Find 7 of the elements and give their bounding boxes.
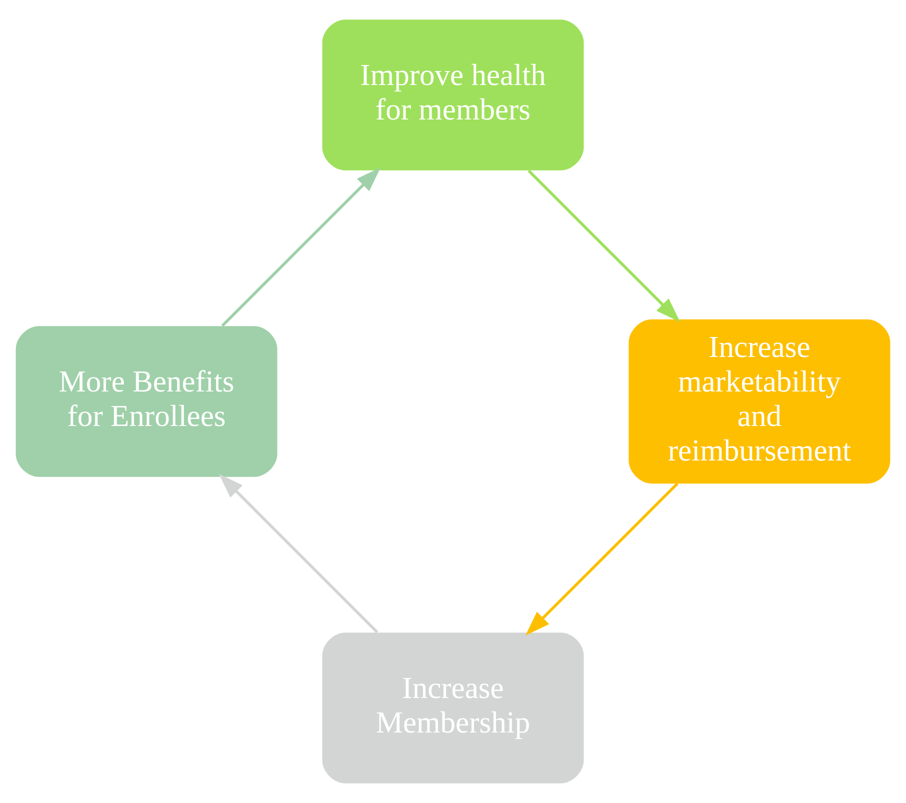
arrow <box>525 482 678 636</box>
arrow <box>528 170 680 322</box>
node-box: Increase marketability and reimbursement <box>628 319 890 484</box>
node-box: More Benefits for Enrollees <box>16 326 278 477</box>
arrow <box>218 474 378 634</box>
arrow <box>221 167 381 327</box>
node-box: Improve health for members <box>322 20 584 170</box>
